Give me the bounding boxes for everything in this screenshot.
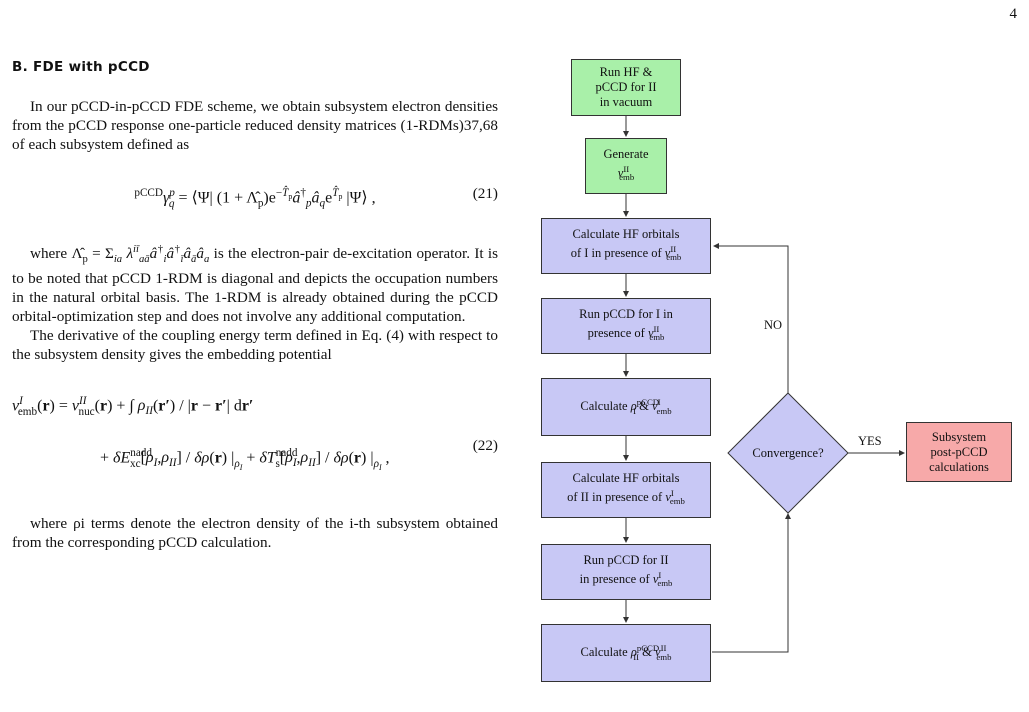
flow-start-line-2: pCCD for II <box>595 80 657 94</box>
flow-pccd-II-line-1: Run pCCD for II <box>583 552 669 567</box>
flow-hf-I-box: Calculate HF orbitals of I in presence of… <box>541 218 711 274</box>
flow-end-line-1: Subsystem <box>931 429 987 444</box>
flow-pccd-I-line-1: Run pCCD for I in <box>579 306 673 321</box>
flow-hf-II-box: Calculate HF orbitals of II in presence o… <box>541 462 711 518</box>
flow-calc-rho-II-box: Calculate ρpCCDII & νIIemb <box>541 624 711 682</box>
flow-end-line-3: calculations <box>929 459 989 474</box>
paragraph-1: In our pCCD-in-pCCD FDE scheme, we obtai… <box>12 97 498 154</box>
no-label: NO <box>764 318 783 332</box>
decision-diamond <box>727 392 849 514</box>
flow-hf-II-line-2: of II in presence of <box>567 489 663 504</box>
equation-21: pCCDγpq = ⟨Ψ| (1 + Λ̂p)e−T̂pâ†pâqeT̂p |Ψ… <box>12 154 498 240</box>
paragraph-2-lead: where <box>30 245 68 263</box>
flow-start-line-1: Run HF & <box>599 65 653 79</box>
paragraph-1-text: In our pCCD-in-pCCD FDE scheme, we obtai… <box>12 98 498 153</box>
yes-label: YES <box>858 434 882 448</box>
flow-calc-rho-I-label: Calculate <box>580 399 628 414</box>
paragraph-3: The derivative of the coupling energy te… <box>12 326 498 364</box>
equation-22: vIemb(r) = vIInuc(r) + ∫ ρII(r′) / |r − … <box>12 364 498 514</box>
flow-generate-label: Generate <box>603 146 649 161</box>
equation-21-formula: pCCDγpq = ⟨Ψ| (1 + Λ̂p)e−T̂pâ†pâqeT̂p |Ψ… <box>134 187 376 210</box>
flow-end-line-2: post-pCCD <box>930 444 988 459</box>
equation-22-line-1: vIemb(r) = vIInuc(r) + ∫ ρII(r′) / |r − … <box>12 395 254 418</box>
paragraph-4-text: where ρi terms denote the electron densi… <box>12 515 498 552</box>
flow-calc-rho-I-box: Calculate ρpCCDI & νIemb <box>541 378 711 436</box>
paragraph-2: where Λ̂p = Σia λiīaāâ†iâ†īâāâa is the e… <box>12 244 499 326</box>
equation-21-number: (21) <box>472 185 498 202</box>
text-column: B. FDE with pCCD In our pCCD-in-pCCD FDE… <box>12 58 498 552</box>
flow-hf-I-line-2: of I in presence of <box>570 245 662 260</box>
equation-22-line-2: + δEnaddxc[ρI,ρII] / δρ(r) |ρI + δTnadds… <box>100 447 390 472</box>
flow-hf-I-line-1: Calculate HF orbitals <box>572 226 680 241</box>
equation-22-number: (22) <box>472 437 498 455</box>
paragraph-3-text: The derivative of the coupling energy te… <box>12 327 498 364</box>
flow-pccd-II-line-2: in presence of <box>579 571 650 586</box>
section-title: B. FDE with pCCD <box>12 59 150 75</box>
flow-pccd-I-line-2: presence of <box>587 325 645 340</box>
paragraph-2-text: is the electron-pair de-excitation opera… <box>12 245 499 326</box>
flow-start-line-3: in vacuum <box>599 95 653 109</box>
flow-hf-II-line-1: Calculate HF orbitals <box>572 470 680 485</box>
flow-calc-rho-II-label: Calculate <box>580 645 628 660</box>
decision-label: Convergence? <box>752 445 824 460</box>
page-number: 4 <box>1009 6 1018 22</box>
paragraph-4: where ρi terms denote the electron densi… <box>12 514 498 552</box>
